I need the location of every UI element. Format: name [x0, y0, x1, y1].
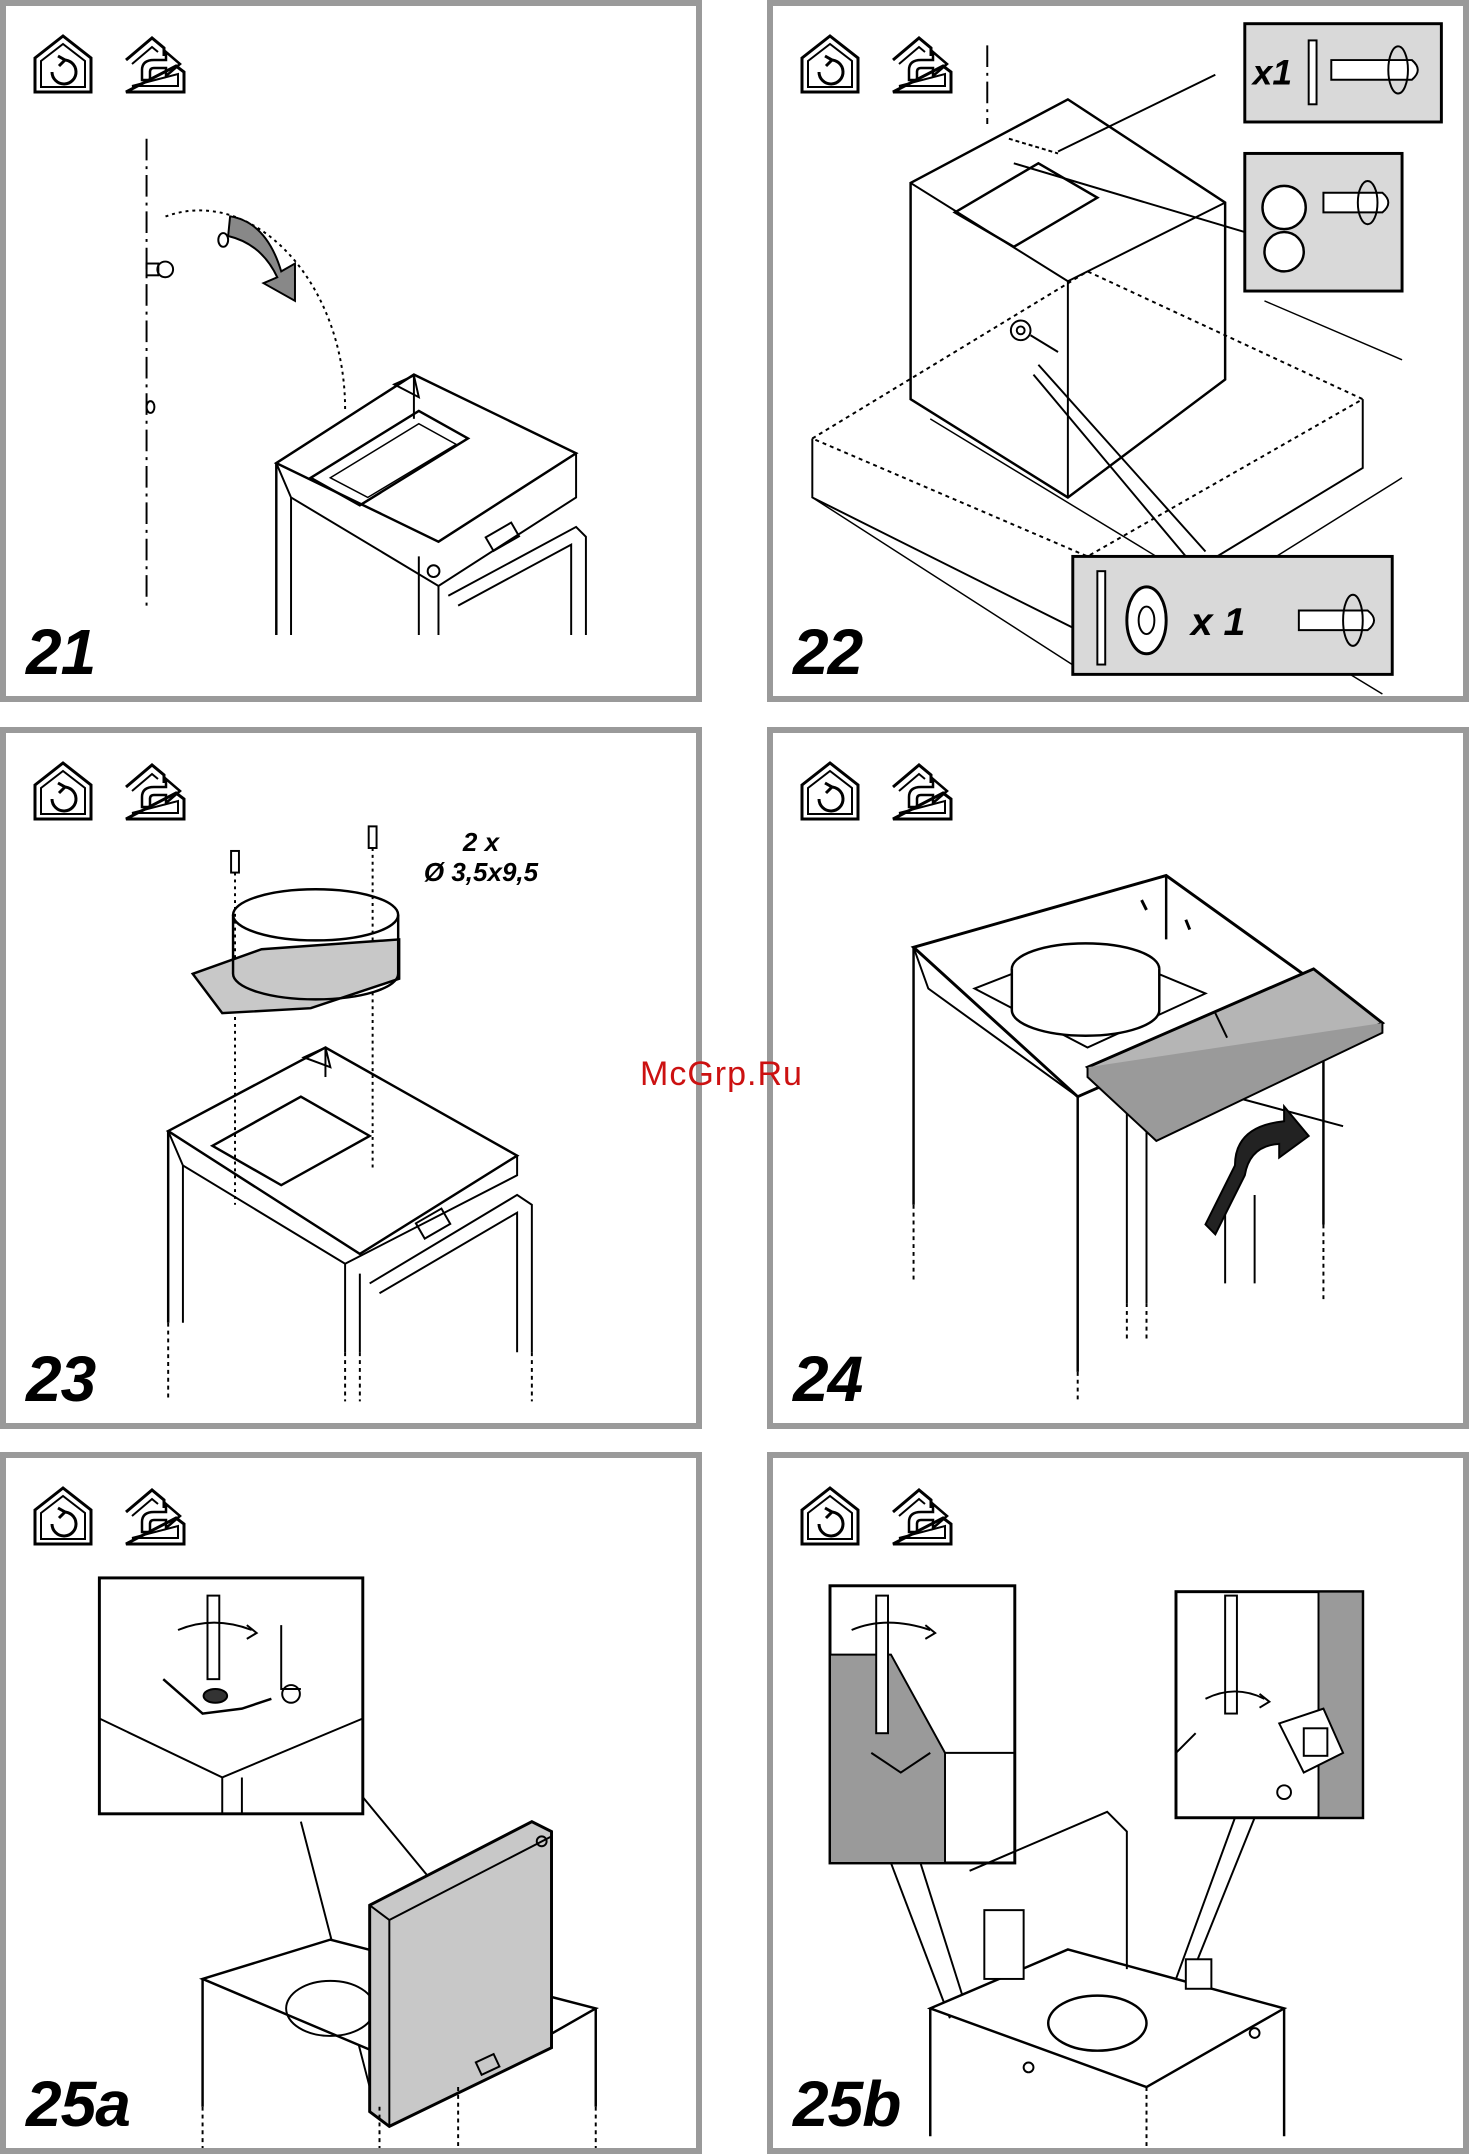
step-panel-21: 21 — [0, 0, 702, 702]
step-panel-23: 2 x Ø 3,5x9,5 23 — [0, 727, 702, 1429]
step-22-illustration: x1 x 1 — [773, 6, 1463, 696]
step-23-illustration — [6, 733, 696, 1423]
step-number: 23 — [26, 1347, 95, 1411]
step-number: 25b — [793, 2072, 900, 2136]
step-panel-24: 24 — [767, 727, 1469, 1429]
screw-spec-label: 2 x Ø 3,5x9,5 — [401, 828, 561, 888]
screw-size: Ø 3,5x9,5 — [401, 858, 561, 888]
callout-screw-count-bottom: x 1 — [1189, 600, 1246, 644]
step-number: 21 — [26, 620, 95, 684]
screw-count: 2 x — [401, 828, 561, 858]
step-panel-22: x1 x 1 22 — [767, 0, 1469, 702]
step-24-illustration — [773, 733, 1463, 1423]
step-number: 24 — [793, 1347, 862, 1411]
watermark: McGrp.Ru — [640, 1055, 803, 1094]
step-21-illustration — [6, 6, 696, 696]
step-25b-illustration — [773, 1458, 1463, 2148]
callout-screw-count-top: x1 — [1251, 54, 1292, 93]
step-number: 22 — [793, 620, 862, 684]
step-panel-25b: 25b — [767, 1452, 1469, 2154]
step-25a-illustration — [6, 1458, 696, 2148]
step-panel-25a: 25a — [0, 1452, 702, 2154]
step-number: 25a — [26, 2072, 130, 2136]
